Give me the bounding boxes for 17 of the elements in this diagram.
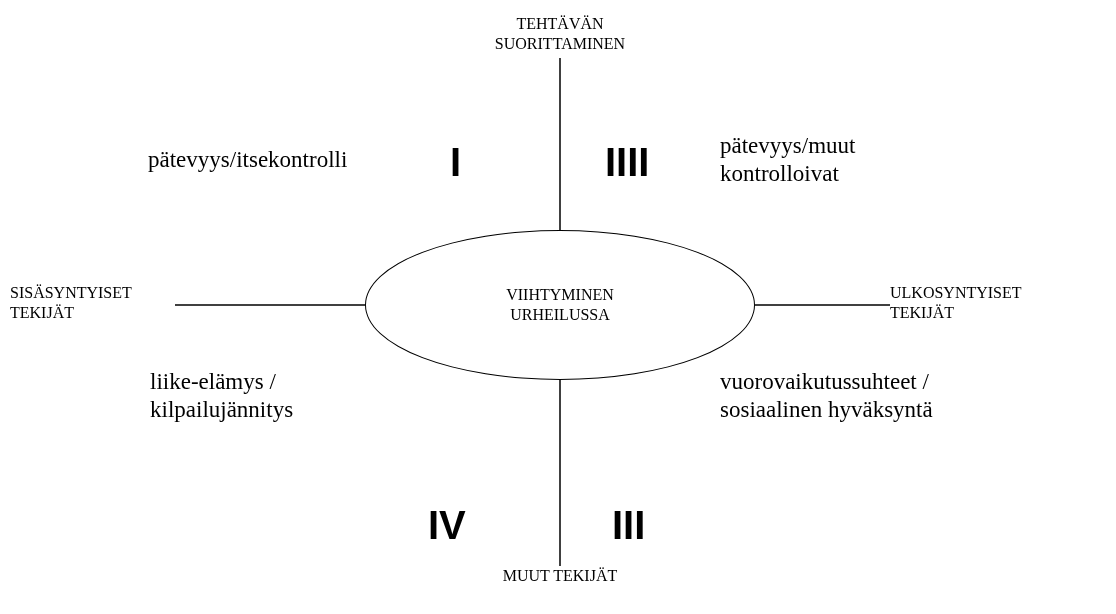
axis-line [559,57,561,231]
axis-line [174,304,366,306]
quadrant-label: pätevyys/itsekontrolli [148,146,348,174]
quadrant-label: liike-elämys / kilpailujännitys [150,368,295,424]
quadrant-label: pätevyys/muut kontrolloivat [720,132,857,188]
axis-line [754,304,891,306]
axis-label: SISÄSYNTYISET TEKIJÄT [10,283,175,327]
roman-numeral: IV [428,503,466,547]
axis-label: TEHTÄVÄN SUORITTAMINEN [460,14,660,58]
quadrant-label: vuorovaikutussuhteet / sosiaalinen hyväksyntä [720,368,934,424]
center-label: VIIHTYMINEN URHEILUSSA [505,285,615,325]
roman-numeral: III [612,503,646,547]
roman-numeral: IIII [605,140,650,184]
axis-label: ULKOSYNTYISET TEKIJÄT [890,283,1060,327]
roman-numeral: I [450,140,462,184]
axis-label: MUUT TEKIJÄT [460,566,660,590]
axis-line [559,379,561,567]
